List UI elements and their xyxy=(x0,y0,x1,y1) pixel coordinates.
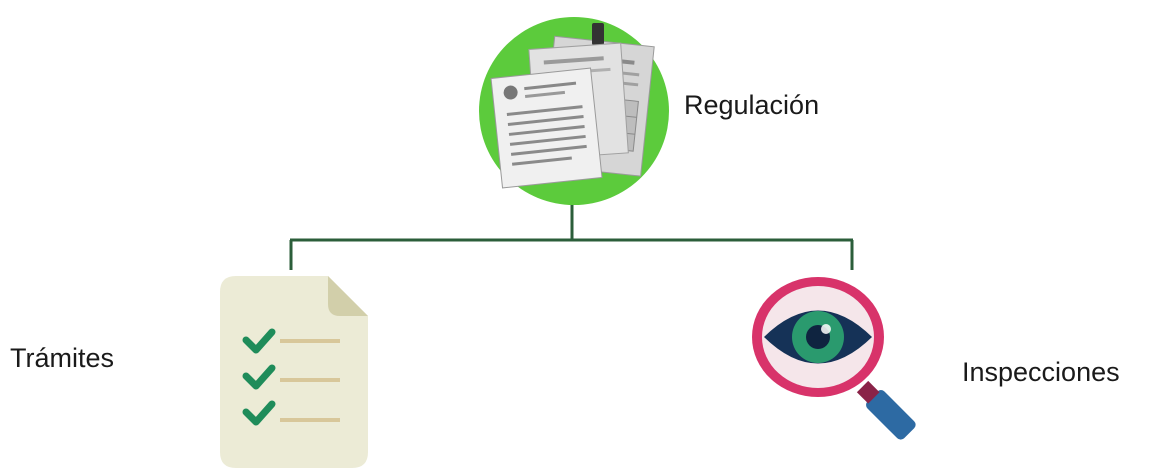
node-label-inspecciones: Inspecciones xyxy=(962,357,1120,387)
magnifying-eye-icon xyxy=(752,277,916,440)
checkmark-icon xyxy=(242,364,340,390)
node-label-regulacion: Regulación xyxy=(684,90,820,120)
checklist-document-icon xyxy=(220,276,368,468)
node-label-tramites: Trámites xyxy=(10,343,115,373)
checkmark-icon xyxy=(242,328,340,354)
checkmark-icon xyxy=(242,400,340,426)
documents-stack-icon xyxy=(479,17,669,205)
